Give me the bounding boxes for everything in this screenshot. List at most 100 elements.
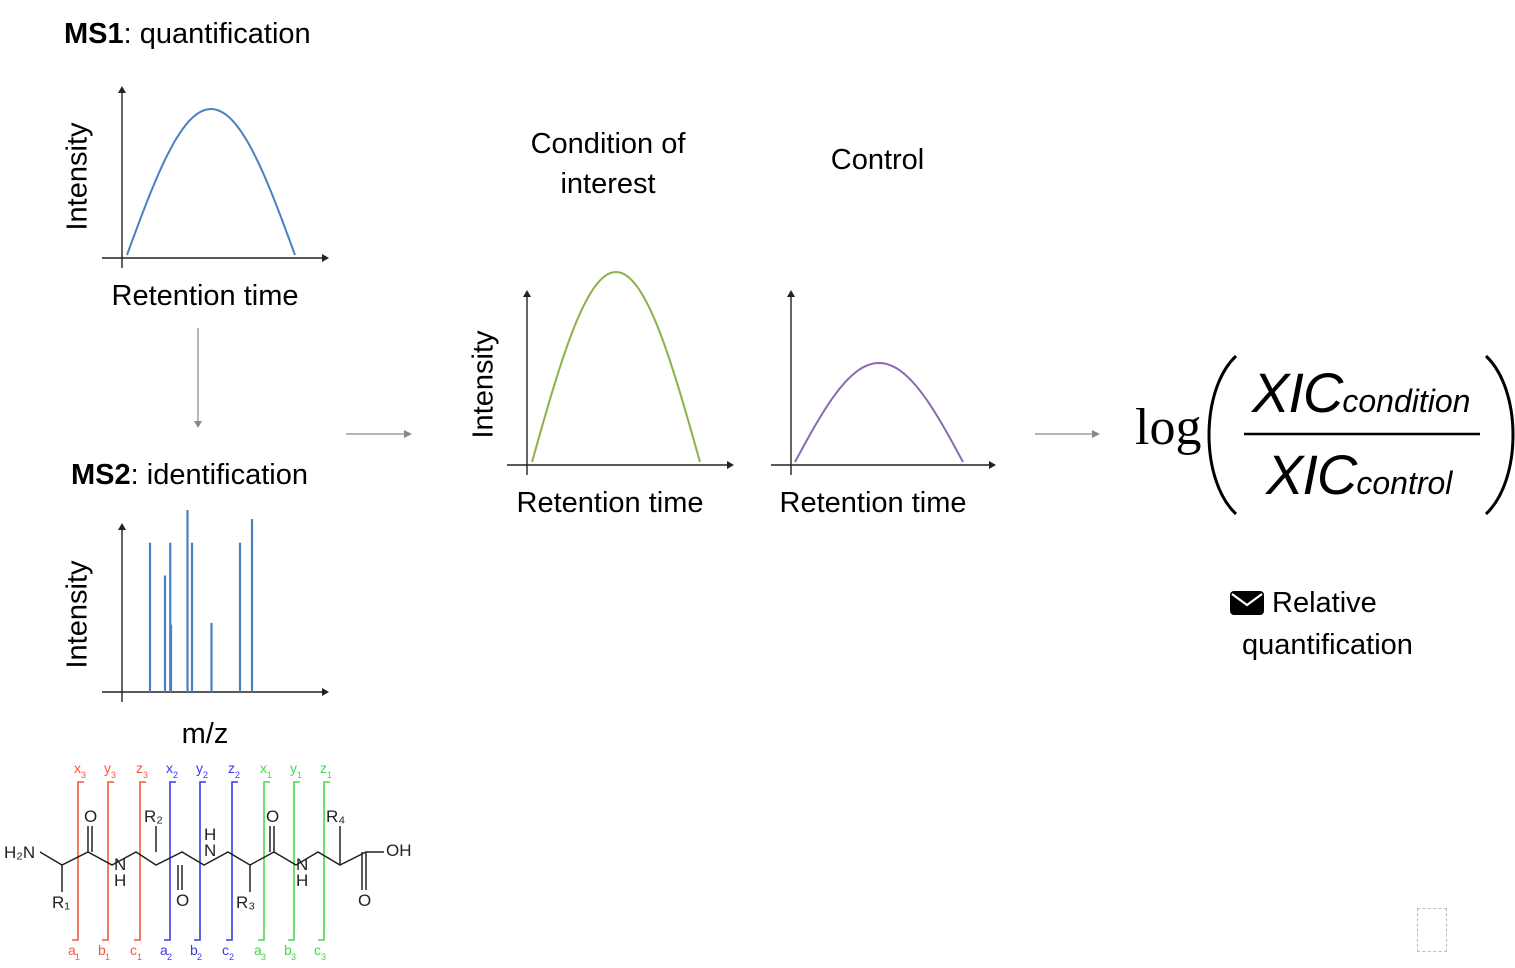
ms1-x-axis-label: Retention time xyxy=(111,280,299,312)
fragment-sub-x1: 1 xyxy=(267,770,272,780)
ms1-peak-curve xyxy=(126,107,296,256)
control-y-arrow-icon xyxy=(787,290,795,297)
atom-o3: O xyxy=(266,807,279,826)
control-axes xyxy=(771,290,996,475)
condition-label-line2: interest xyxy=(560,168,656,200)
fragment-label-x2: x xyxy=(166,760,173,776)
condition-axes xyxy=(507,290,734,475)
peptide-backbone xyxy=(39,826,384,892)
fragment-sub-y3: 3 xyxy=(111,770,116,780)
atom-o2: O xyxy=(176,891,189,910)
fragment-sub-b2: 2 xyxy=(197,952,202,962)
control-x-axis-label: Retention time xyxy=(779,487,967,519)
fragment-bracket-7 xyxy=(258,781,270,941)
fragment-label-b3: b xyxy=(284,942,292,958)
control-x-arrow-icon xyxy=(989,461,996,469)
relative-quantification-note: Relative quantification xyxy=(1230,582,1413,666)
residue-r2: R₂ xyxy=(144,807,163,826)
fragment-bracket-8 xyxy=(288,781,300,941)
fragment-label-b1: b xyxy=(98,942,106,958)
fragment-label-c1: c xyxy=(130,942,137,958)
fragment-label-y1: y xyxy=(290,760,297,776)
fragment-label-z1: z xyxy=(320,760,327,776)
fragment-label-z2: z xyxy=(228,760,235,776)
atom-n1: N xyxy=(114,855,126,874)
ms2-x-arrow-icon xyxy=(322,688,329,696)
fragment-sub-z3: 3 xyxy=(143,770,148,780)
fragment-sub-b1: 1 xyxy=(105,952,110,962)
n-terminus: H₂N xyxy=(4,843,35,862)
fragment-label-y3: y xyxy=(104,760,111,776)
control-peak-curve xyxy=(794,361,964,463)
atom-n3: N xyxy=(296,855,308,874)
fragment-bracket-3 xyxy=(134,781,146,941)
atom-h1: H xyxy=(114,871,126,890)
formula-numerator: XICcondition xyxy=(1252,361,1471,424)
ms2-peaks xyxy=(148,510,254,692)
atom-o1: O xyxy=(84,807,97,826)
fragment-label-a3: a xyxy=(254,942,262,958)
fragment-label-y2: y xyxy=(196,760,203,776)
ms1-axes xyxy=(102,86,329,268)
fragment-bracket-9 xyxy=(318,781,330,941)
fragment-label-x3: x xyxy=(74,760,81,776)
condition-x-axis-label: Retention time xyxy=(516,487,704,519)
ms2-title: MS2: identification xyxy=(71,459,308,491)
ms1-y-arrow-icon xyxy=(118,86,126,93)
atom-h2: H xyxy=(204,825,216,844)
residue-r3: R₃ xyxy=(236,893,255,912)
fragment-sub-z1: 1 xyxy=(327,770,332,780)
fragment-sub-x3: 3 xyxy=(81,770,86,780)
c-terminus: OH xyxy=(386,841,412,860)
formula-log: log xyxy=(1135,399,1202,456)
fragment-sub-c3: 3 xyxy=(321,952,326,962)
envelope-icon xyxy=(1230,591,1264,615)
formula-denominator: XICcontrol xyxy=(1266,443,1453,506)
atom-n2: N xyxy=(204,841,216,860)
fragment-sub-a3: 3 xyxy=(261,952,266,962)
note-line2: quantification xyxy=(1242,629,1413,661)
fragment-sub-y1: 1 xyxy=(297,770,302,780)
ms2-y-arrow-icon xyxy=(118,523,126,530)
fragment-bracket-2 xyxy=(102,781,114,941)
ms1-title: MS1: quantification xyxy=(64,18,311,50)
control-label: Control xyxy=(830,144,925,176)
residue-r1: R₁ xyxy=(52,893,70,912)
fragment-label-x1: x xyxy=(260,760,267,776)
condition-label-line1: Condition of xyxy=(530,128,686,160)
note-line1: Relative xyxy=(1272,587,1377,619)
ms1-x-arrow-icon xyxy=(322,254,329,262)
placeholder-box xyxy=(1417,908,1447,952)
fragment-sub-b3: 3 xyxy=(291,952,296,962)
fragment-label-a2: a xyxy=(160,942,168,958)
fragment-label-b2: b xyxy=(190,942,198,958)
fragment-sub-c2: 2 xyxy=(229,952,234,962)
fragment-sub-x2: 2 xyxy=(173,770,178,780)
condition-peak-curve xyxy=(531,270,701,463)
fragment-label-z3: z xyxy=(136,760,143,776)
fragment-label-a1: a xyxy=(68,942,76,958)
fragment-bracket-4 xyxy=(164,781,176,941)
condition-y-arrow-icon xyxy=(523,290,531,297)
atom-o4: O xyxy=(358,891,371,910)
condition-label: Condition of interest xyxy=(508,124,708,204)
fragment-sub-z2: 2 xyxy=(235,770,240,780)
atom-h3: H xyxy=(296,871,308,890)
fragment-label-c3: c xyxy=(314,942,321,958)
fragment-label-c2: c xyxy=(222,942,229,958)
ms2-x-axis-label: m/z xyxy=(181,718,229,750)
condition-x-arrow-icon xyxy=(727,461,734,469)
fragment-sub-a1: 1 xyxy=(75,952,80,962)
fragment-bracket-1 xyxy=(72,781,84,941)
fragment-sub-c1: 1 xyxy=(137,952,142,962)
fragment-bracket-5 xyxy=(194,781,206,941)
fragment-sub-a2: 2 xyxy=(167,952,172,962)
